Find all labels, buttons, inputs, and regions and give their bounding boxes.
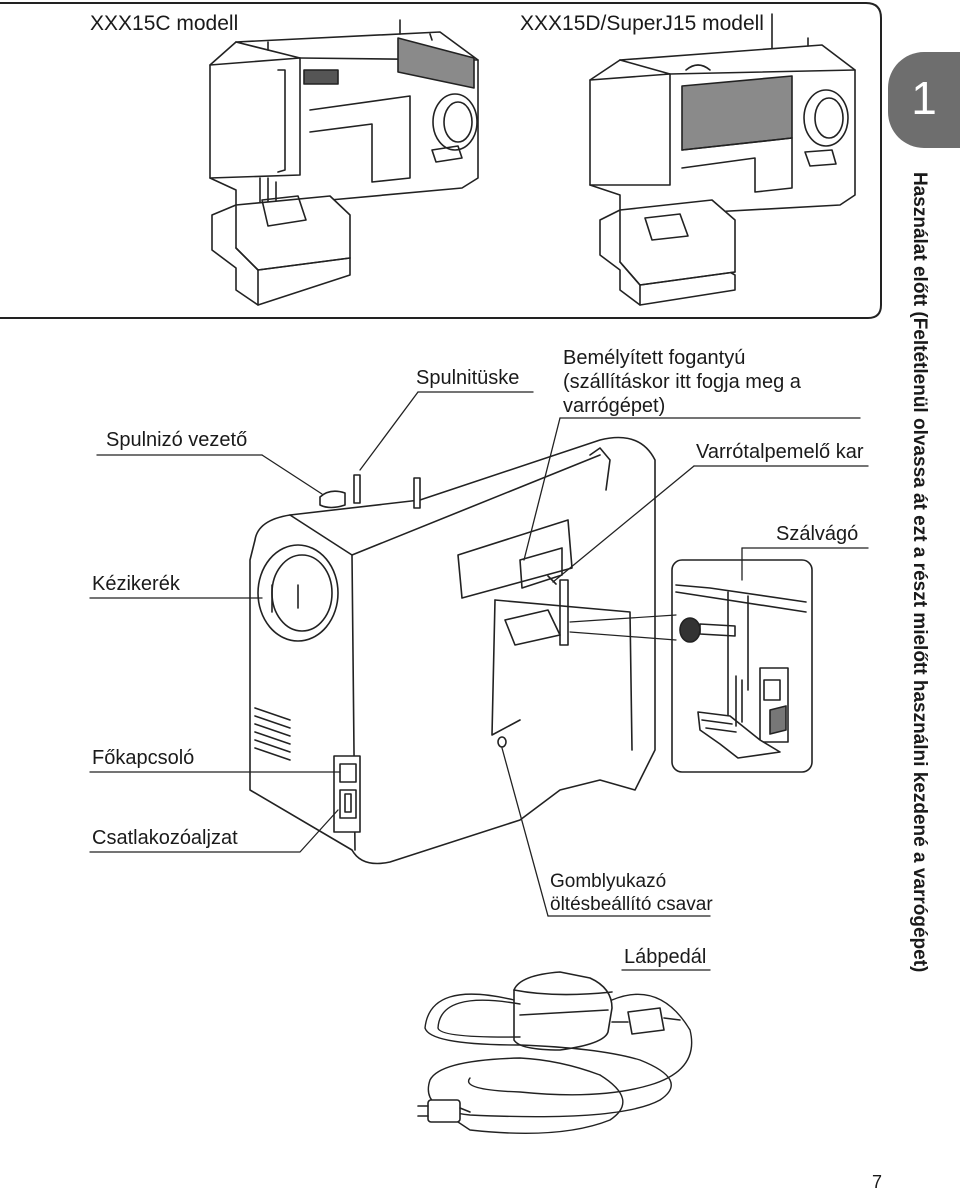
side-section-title: Használat előtt (Feltétlenül olvassa át … <box>909 172 930 973</box>
model-title-left: XXX15C modell <box>90 12 239 35</box>
page-number: 7 <box>872 1172 883 1192</box>
foot-pedal-icon <box>417 971 693 1135</box>
sewing-machine-rear-icon <box>249 436 656 865</box>
label-kezikerek: Kézikerék <box>92 573 180 595</box>
label-fokapcsolo: Főkapcsoló <box>92 747 195 769</box>
label-gomblyukazo-line2: öltésbeállító csavar <box>550 894 713 915</box>
sewing-machine-xxx15d-icon <box>589 13 856 306</box>
chapter-tab <box>888 52 960 148</box>
label-spulnituske: Spulnitüske <box>416 367 520 389</box>
sewing-machine-xxx15c-icon <box>209 19 479 306</box>
models-box <box>0 2 882 319</box>
label-spulnizo-vezeto: Spulnizó vezető <box>106 429 248 451</box>
label-csatlakozoaljzat: Csatlakozóaljzat <box>92 827 238 849</box>
label-fogantyu-line1: Bemélyített fogantyú <box>563 347 746 369</box>
model-title-right: XXX15D/SuperJ15 modell <box>520 12 764 35</box>
label-szalvago: Szálvágó <box>776 523 859 545</box>
presser-foot-detail-icon <box>671 559 813 773</box>
label-varrotalpemelo-kar: Varrótalpemelő kar <box>696 441 864 463</box>
leader-lines <box>89 391 869 971</box>
chapter-number: 1 <box>911 72 937 124</box>
label-fogantyu-line3: varrógépet) <box>563 395 666 417</box>
label-gomblyukazo-line1: Gomblyukazó <box>550 871 667 892</box>
label-labpedal: Lábpedál <box>624 946 707 968</box>
label-fogantyu-line2: (szállításkor itt fogja meg a <box>563 371 801 393</box>
